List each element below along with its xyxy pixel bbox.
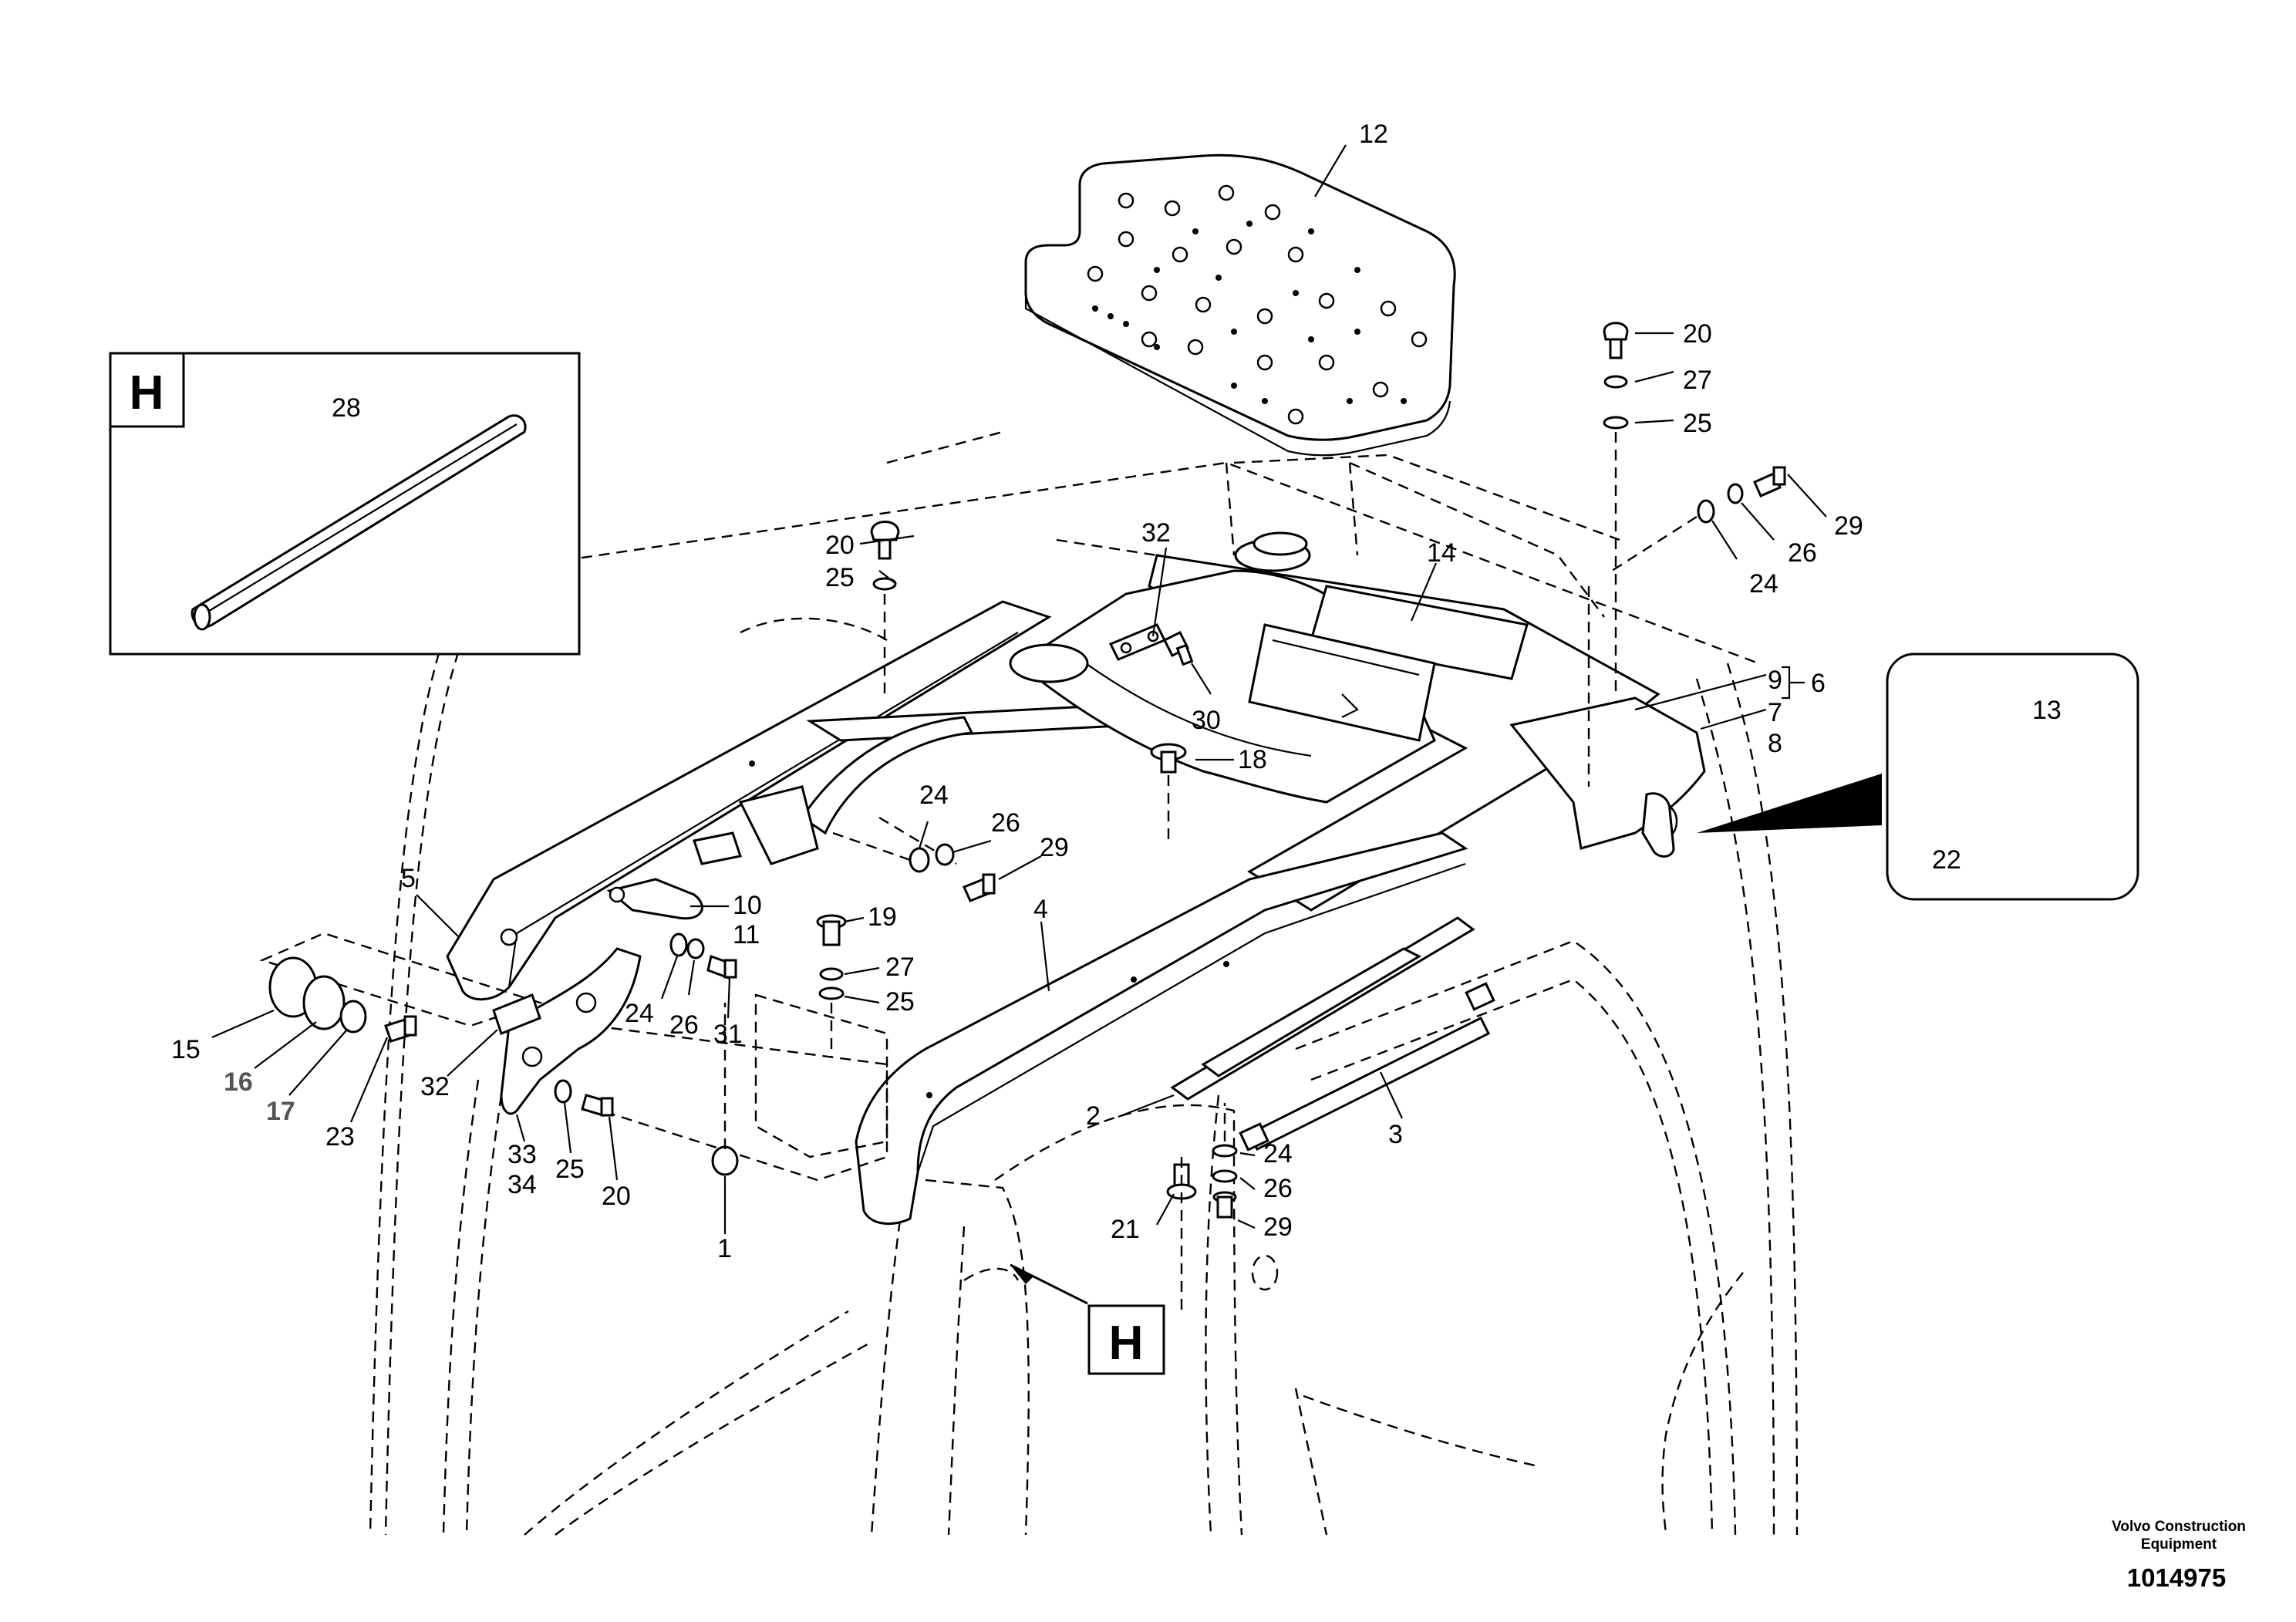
callout-2: 2: [1086, 1101, 1101, 1131]
callout-18: 18: [1238, 745, 1267, 774]
fasteners: [268, 322, 2042, 1311]
callout-24-left: 24: [625, 999, 654, 1028]
callout-30: 30: [1192, 706, 1221, 735]
drawing-number: 1014975: [2127, 1563, 2226, 1592]
callout-11: 11: [733, 920, 760, 949]
callout-26-mid: 26: [991, 808, 1020, 838]
view-marker-h: [1010, 1263, 1165, 1375]
callout-27-mid: 27: [885, 953, 915, 982]
inset-detail-h: [109, 352, 581, 656]
roof-frame: [259, 430, 1706, 1536]
callout-19: 19: [868, 902, 897, 932]
callout-26-top: 26: [1788, 538, 1817, 568]
callout-25-left: 25: [825, 563, 855, 592]
callout-1: 1: [717, 1234, 732, 1263]
callout-3: 3: [1388, 1120, 1403, 1149]
footer-brand-line2: Equipment: [2141, 1536, 2217, 1553]
callout-34: 34: [507, 1170, 537, 1199]
callout-20-bottom: 20: [602, 1182, 631, 1211]
callout-17: 17: [266, 1097, 295, 1126]
callout-6: 6: [1811, 669, 1826, 698]
callout-labels: 12 28 20 27 25 29 26 24 20 25 32 14 30 9…: [171, 120, 2062, 1263]
callout-13: 13: [2032, 696, 2062, 725]
callout-26-bottom: 26: [1263, 1174, 1293, 1203]
callout-32-left: 32: [420, 1072, 450, 1101]
callout-5: 5: [401, 864, 416, 893]
callout-32-top: 32: [1141, 518, 1171, 548]
callout-21: 21: [1111, 1215, 1140, 1244]
callout-24-bottom: 24: [1263, 1139, 1293, 1168]
callout-7: 7: [1768, 698, 1782, 727]
callout-14: 14: [1427, 538, 1456, 568]
callout-29-bottom: 29: [1263, 1212, 1293, 1242]
callout-23: 23: [325, 1122, 355, 1152]
callout-33: 33: [507, 1140, 537, 1169]
callout-9: 9: [1768, 666, 1782, 695]
callout-4: 4: [1033, 895, 1048, 924]
inset-view-letter: H: [130, 366, 164, 420]
callout-26-left: 26: [669, 1010, 699, 1040]
callout-28: 28: [332, 393, 361, 423]
callout-25-mid: 25: [885, 987, 915, 1017]
callout-29-mid: 29: [1040, 833, 1069, 862]
callout-22: 22: [1932, 845, 1961, 875]
callout-27-top: 27: [1683, 366, 1712, 395]
callout-8: 8: [1768, 729, 1782, 758]
callout-12: 12: [1359, 120, 1388, 149]
callout-10: 10: [733, 891, 762, 920]
callout-24-mid: 24: [919, 781, 949, 810]
detail-box-13-22: [1697, 653, 2139, 901]
callout-25-top: 25: [1683, 409, 1712, 438]
callout-view-letter: H: [1109, 1317, 1144, 1370]
callout-15: 15: [171, 1035, 201, 1064]
leader-lines: [211, 144, 2041, 1234]
roof-panel: [1024, 153, 1456, 457]
callout-20-left: 20: [825, 531, 855, 560]
callout-25-bottom: 25: [555, 1155, 585, 1184]
callout-16: 16: [224, 1067, 253, 1097]
callout-20-top: 20: [1683, 319, 1712, 349]
callout-31: 31: [713, 1020, 743, 1049]
callout-29-top: 29: [1834, 511, 1863, 541]
callout-24-top: 24: [1749, 569, 1778, 599]
footer-brand-line1: Volvo Construction: [2112, 1519, 2246, 1535]
